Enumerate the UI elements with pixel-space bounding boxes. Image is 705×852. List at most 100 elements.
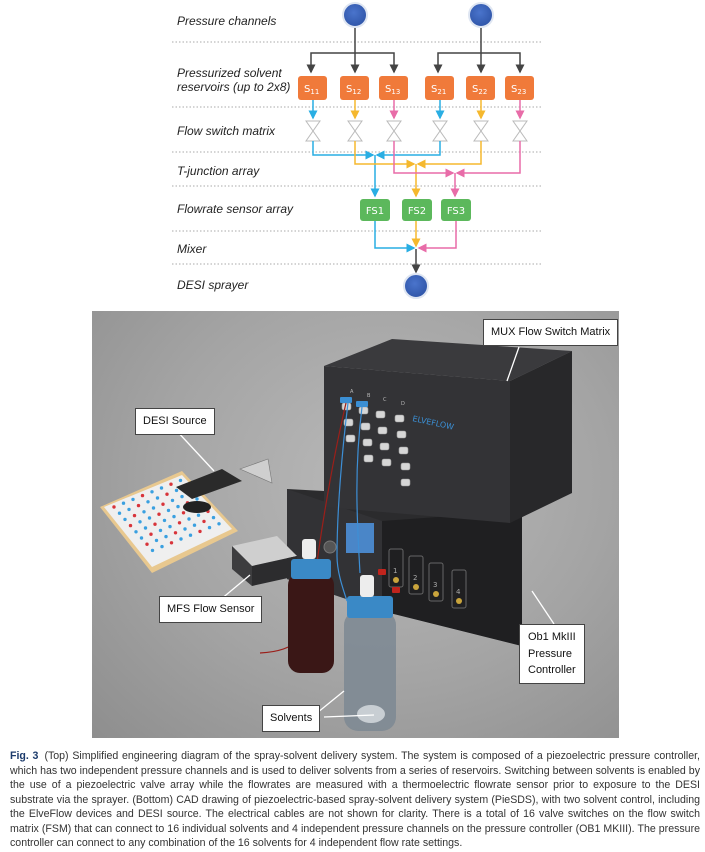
- engineering-diagram: Pressure channels Pressurized solvent re…: [172, 2, 541, 299]
- sample-spot: [131, 497, 135, 502]
- sample-spot: [146, 500, 150, 504]
- sample-spot: [140, 493, 145, 498]
- row-label-flowrate-sensor: Flowrate sensor array: [177, 202, 294, 216]
- sample-spot: [142, 510, 146, 514]
- svg-text:FS2: FS2: [408, 206, 426, 217]
- flow-sensors: FS1 FS2 FS3: [360, 199, 471, 221]
- reservoir-outlet-lines: [308, 100, 525, 120]
- row-label-reservoirs-line1: Pressurized solvent: [177, 66, 282, 80]
- row-label-flow-switch: Flow switch matrix: [177, 124, 276, 138]
- valve-ports: [341, 402, 411, 487]
- red-connectors: [378, 569, 400, 593]
- svg-text:3: 3: [433, 581, 437, 589]
- valve-icon: [305, 120, 321, 142]
- valves: [305, 120, 528, 142]
- sample-spot: [168, 524, 172, 529]
- row-label-pressure-channels: Pressure channels: [177, 14, 276, 28]
- sample-spot: [139, 536, 144, 540]
- valve-icon: [512, 120, 528, 142]
- sample-spot: [121, 501, 126, 505]
- flow-sensor-fs3: FS3: [441, 199, 471, 221]
- sample-spot: [166, 508, 171, 513]
- desi-sprayer-arm: [176, 469, 242, 499]
- sample-spot: [157, 512, 161, 516]
- svg-text:S12: S12: [346, 84, 361, 96]
- sample-spot: [198, 529, 202, 534]
- sample-spot: [169, 482, 173, 486]
- sample-spot: [155, 496, 160, 500]
- caption-text: (Top) Simplified engineering diagram of …: [10, 750, 700, 849]
- callout-solvents: Solvents: [262, 705, 321, 732]
- controller-knob: [323, 540, 337, 554]
- sample-spot: [150, 490, 154, 494]
- sample-spot: [151, 506, 156, 510]
- reservoir-s12: S12: [340, 76, 369, 100]
- sample-spot: [176, 504, 180, 509]
- sample-spot: [211, 515, 216, 520]
- controller-display: [346, 523, 374, 553]
- sample-spot: [217, 522, 221, 526]
- desi-source-plate: [100, 458, 273, 573]
- sample-spot: [202, 519, 206, 524]
- sample-spot: [172, 514, 176, 519]
- sample-spot: [159, 486, 164, 490]
- svg-text:S23: S23: [511, 84, 526, 96]
- sample-spot: [160, 544, 164, 549]
- svg-text:S21: S21: [431, 84, 446, 96]
- sample-spot: [123, 517, 127, 522]
- svg-text:S11: S11: [304, 84, 319, 96]
- svg-text:S13: S13: [385, 84, 400, 96]
- sample-spot: [145, 542, 149, 546]
- callout-ob1-line1: Ob1 MkIII: [528, 631, 576, 643]
- sample-spot: [181, 511, 186, 515]
- callout-ob1-pressure-controller: Ob1 MkIII Pressure Controller: [519, 624, 585, 684]
- svg-text:C: C: [383, 397, 387, 403]
- valve-icon: [386, 120, 402, 142]
- sample-spot: [196, 513, 201, 517]
- port-labels: A B C D: [350, 389, 405, 407]
- sample-spot: [164, 534, 168, 539]
- sample-spot: [178, 478, 183, 483]
- row-label-t-junction: T-junction array: [177, 164, 260, 178]
- sample-spot: [174, 488, 179, 493]
- sample-spot: [183, 527, 187, 531]
- svg-text:2: 2: [413, 574, 417, 582]
- sample-spot: [173, 531, 178, 535]
- sample-spot: [154, 538, 159, 543]
- valve-icon: [432, 120, 448, 142]
- sample-spot: [153, 522, 157, 526]
- sample-spot: [161, 502, 165, 506]
- svg-text:4: 4: [456, 588, 461, 596]
- sample-spot: [127, 507, 131, 512]
- callout-mfs-flow-sensor: MFS Flow Sensor: [159, 596, 263, 623]
- reservoir-s22: S22: [466, 76, 495, 100]
- solvent-bottle-clear: [344, 575, 396, 731]
- sample-spot: [165, 492, 169, 496]
- sample-spot: [138, 520, 142, 524]
- solvent-bottle-dark: [288, 539, 334, 673]
- callout-ob1-line3: Controller: [528, 664, 576, 676]
- reservoir-s13: S13: [379, 76, 408, 100]
- mixer-lines: [374, 221, 457, 274]
- sample-spot: [188, 533, 193, 537]
- cad-illustration: 1 2 3 4 ELVEFLOW A B C D: [100, 339, 572, 731]
- valve-icon: [347, 120, 363, 142]
- reservoir-s23: S23: [505, 76, 534, 100]
- figure-label: Fig. 3: [10, 750, 39, 762]
- sample-spot: [143, 526, 148, 530]
- row-label-desi-sprayer: DESI sprayer: [177, 278, 249, 292]
- sample-spot: [150, 548, 155, 553]
- sample-spot: [207, 525, 212, 530]
- sample-spot: [180, 494, 184, 499]
- desi-spray-stain: [183, 501, 211, 513]
- reservoir-s11: S11: [298, 76, 327, 100]
- sample-spot: [177, 521, 182, 525]
- sample-spot: [132, 513, 137, 518]
- callout-desi-source: DESI Source: [135, 408, 215, 435]
- sample-spot: [112, 505, 116, 509]
- sample-spot: [179, 537, 183, 541]
- channel-ports: [393, 577, 462, 604]
- svg-text:D: D: [401, 401, 405, 407]
- sample-spot: [147, 516, 152, 520]
- svg-text:FS1: FS1: [366, 206, 384, 217]
